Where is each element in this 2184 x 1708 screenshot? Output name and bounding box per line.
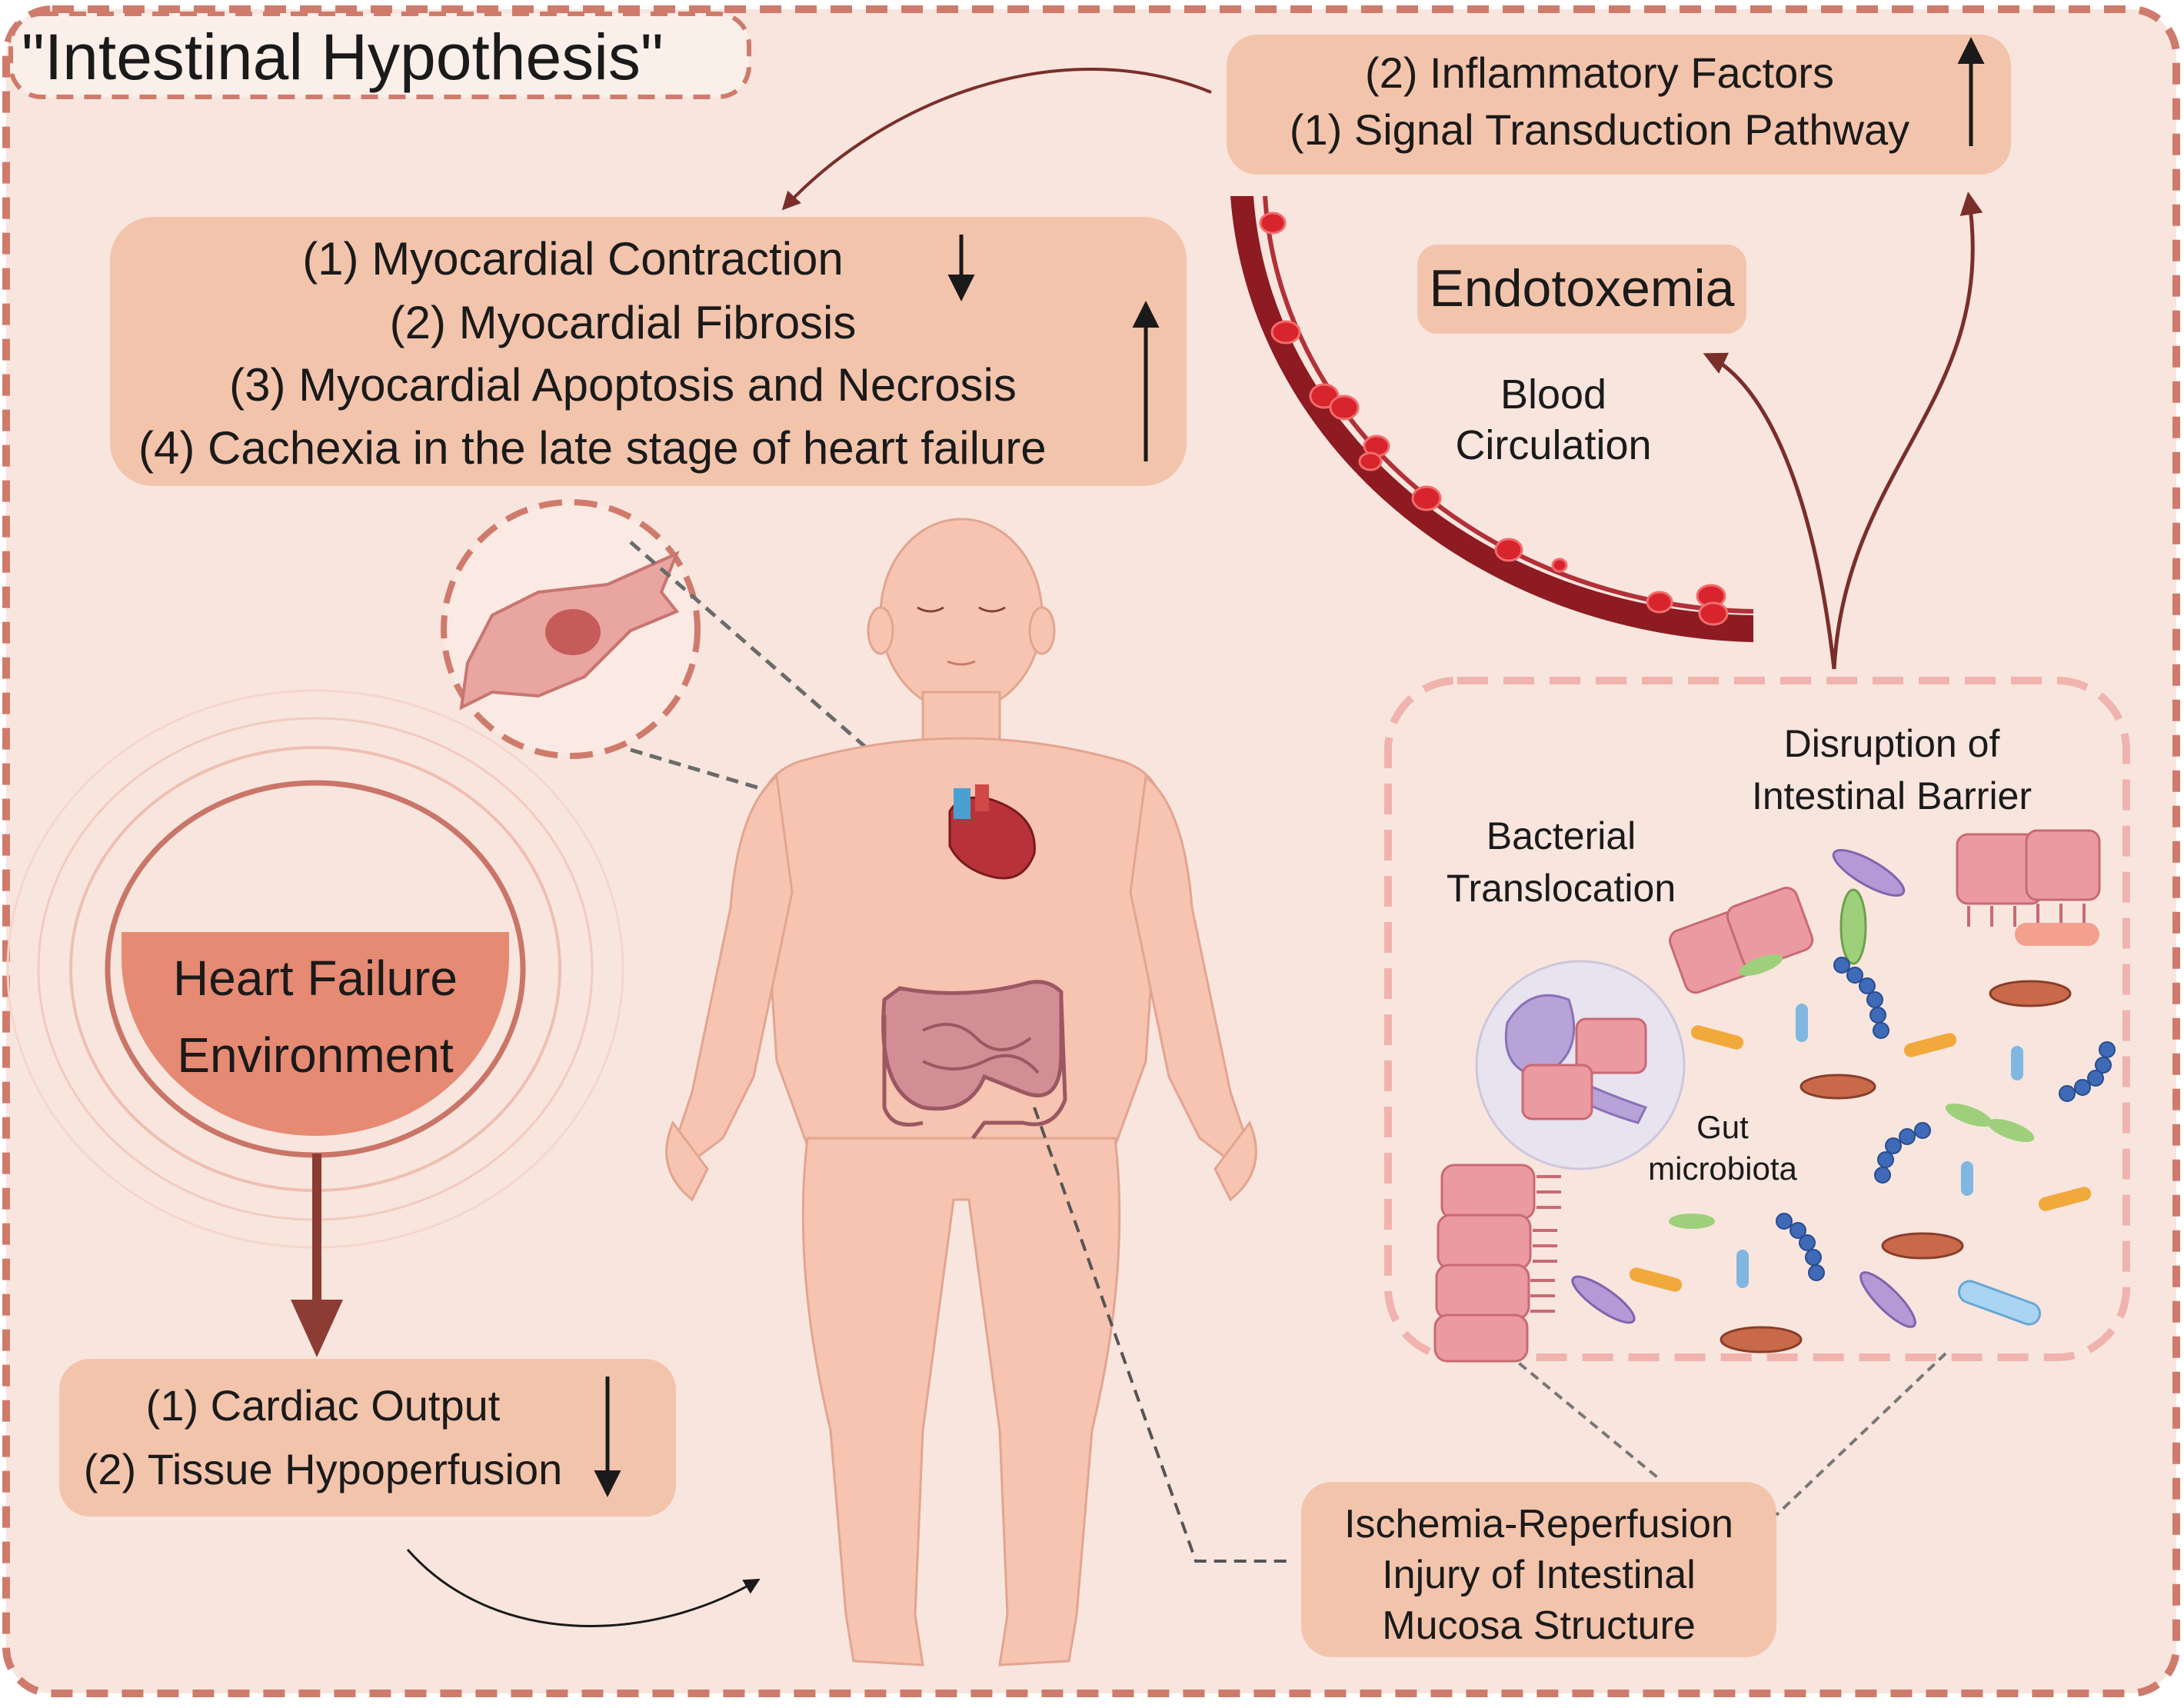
tissue-hypoperfusion-label: (2) Tissue Hypoperfusion — [83, 1445, 563, 1493]
inflammatory-factors-label: (2) Inflammatory Factors — [1365, 48, 1834, 97]
title-tab — [8, 12, 751, 99]
ischemia-box — [1301, 1482, 1776, 1657]
heart-failure-label: Heart Failure — [173, 951, 458, 1006]
myocardial-fibrosis-label: (2) Myocardial Fibrosis — [389, 297, 857, 348]
disruption-label-1: Disruption of — [1783, 722, 2000, 765]
dashed-frame — [2, 5, 2180, 1697]
disruption-label-2: Intestinal Barrier — [1751, 774, 2033, 817]
epithelial-cells — [1433, 829, 2101, 1363]
page-title: "Intestinal Hypothesis" — [22, 21, 664, 93]
blood-cells — [1259, 211, 1729, 626]
arrow-inflammatory-to-myocardial — [781, 68, 1212, 211]
arrow-cardiac-to-body — [406, 1549, 761, 1627]
cachexia-label: (4) Cachexia in the late stage of heart … — [138, 422, 1047, 474]
cocci-chains — [1776, 957, 2116, 1281]
ischemia-label-2: Injury of Intestinal — [1382, 1553, 1696, 1597]
intestine — [881, 980, 1067, 1140]
inflammatory-box — [1227, 35, 2011, 175]
bacteria — [1571, 849, 2099, 1353]
endotoxemia-label: Endotoxemia — [1429, 259, 1735, 318]
villi — [1530, 904, 2086, 1313]
circulation-label: Circulation — [1455, 422, 1652, 468]
heart-failure-arrow-head — [291, 1300, 343, 1357]
heart — [948, 784, 1036, 880]
bacterial-label-2: Translocation — [1446, 867, 1676, 910]
arrow-gut-to-endotoxemia — [1703, 352, 1836, 670]
myocardial-contraction-label: (1) Myocardial Contraction — [302, 233, 844, 285]
gut-region — [1384, 677, 2130, 1361]
blood-label: Blood — [1500, 371, 1607, 418]
environment-label: Environment — [177, 1027, 454, 1083]
intestine-ischemia-connector — [1033, 1107, 1292, 1563]
ischemia-label-1: Ischemia-Reperfusion — [1344, 1502, 1733, 1547]
cardiac-output-label: (1) Cardiac Output — [145, 1381, 501, 1430]
blood-vessel — [1230, 196, 1753, 642]
myocardial-box — [110, 217, 1187, 486]
arrow-gut-to-inflammatory — [1832, 191, 1983, 670]
microbiota-label: microbiota — [1648, 1150, 1797, 1187]
bacterial-label-1: Bacterial — [1486, 814, 1636, 857]
endotoxemia-box — [1417, 245, 1746, 334]
gut-label: Gut — [1696, 1109, 1749, 1145]
myocardial-apoptosis-label: (3) Myocardial Apoptosis and Necrosis — [229, 359, 1017, 411]
cardiac-box — [59, 1359, 676, 1517]
signal-transduction-label: (1) Signal Transduction Pathway — [1289, 105, 1910, 154]
ischemia-label-3: Mucosa Structure — [1382, 1603, 1696, 1648]
